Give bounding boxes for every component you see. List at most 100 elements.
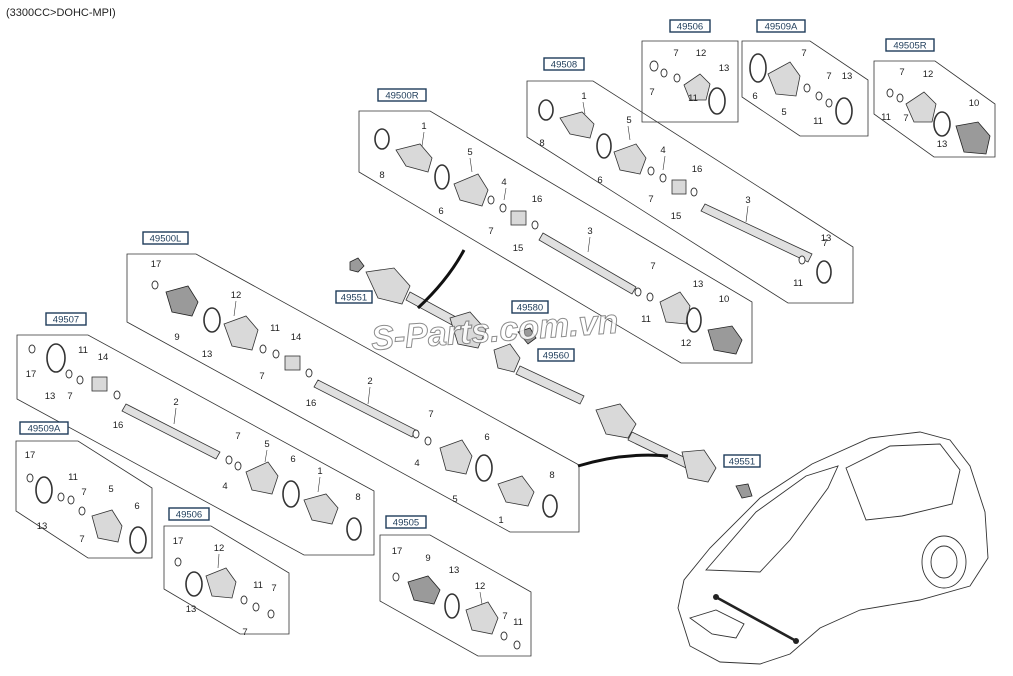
leader-line — [503, 187, 507, 201]
part-number-label: 13 — [719, 63, 730, 74]
parts-49506-bottom — [174, 557, 275, 619]
part-number-label: 11 — [688, 93, 698, 104]
part-number-label: 12 — [475, 581, 486, 592]
part-number-label: 12 — [696, 48, 707, 59]
code-box-49506-top[interactable]: 49506 — [669, 19, 711, 33]
part-number-label: 13 — [821, 233, 832, 244]
part-number-label: 16 — [306, 398, 317, 409]
code-49508: 49508 — [551, 60, 577, 71]
panel-49507 — [16, 334, 375, 556]
part-number-label: 6 — [134, 501, 139, 512]
part-number-label: 9 — [174, 332, 179, 343]
part-number-label: 8 — [379, 170, 384, 181]
code-box-49560[interactable]: 49560 — [537, 348, 575, 362]
part-number-label: 13 — [937, 139, 948, 150]
part-number-label: 4 — [414, 458, 419, 469]
code-49551-upper: 49551 — [341, 293, 367, 304]
code-box-49505r[interactable]: 49505R — [885, 38, 935, 52]
part-number-label: 10 — [969, 98, 980, 109]
panel-49509a-left — [15, 440, 153, 559]
panel-49508 — [526, 80, 854, 304]
panel-49505-bottom — [379, 534, 532, 657]
part-number-label: 8 — [355, 492, 360, 503]
part-number-label: 7 — [649, 87, 654, 98]
part-number-label: 6 — [597, 175, 602, 186]
part-number-label: 11 — [881, 112, 891, 123]
part-number-label: 17 — [25, 450, 36, 461]
code-box-49551-lower[interactable]: 49551 — [723, 454, 761, 468]
part-number-label: 7 — [502, 611, 507, 622]
panel-borders — [15, 40, 996, 657]
part-number-label: 12 — [681, 338, 692, 349]
code-49509a-top: 49509A — [765, 22, 798, 33]
part-number-label: 12 — [923, 69, 934, 80]
part-number-label: 7 — [488, 226, 493, 237]
code-49580: 49580 — [517, 303, 543, 314]
panel-49506-bottom — [163, 525, 290, 635]
part-number-label: 5 — [781, 107, 786, 118]
part-number-label: 7 — [822, 238, 827, 249]
code-49551-lower: 49551 — [729, 457, 755, 468]
part-number-label: 3 — [587, 226, 592, 237]
parts-49509a-left — [26, 473, 147, 554]
part-number-label: 14 — [98, 352, 109, 363]
code-box-49506-bottom[interactable]: 49506 — [168, 507, 210, 521]
parts-49505r — [886, 88, 991, 155]
part-number-label: 7 — [67, 391, 72, 402]
leader-line — [587, 236, 591, 253]
part-number-label: 7 — [673, 48, 678, 59]
leader-line — [662, 155, 666, 171]
code-box-49580[interactable]: 49580 — [511, 300, 549, 314]
part-number-label: 5 — [264, 439, 269, 450]
part-number-label: 7 — [79, 534, 84, 545]
code-box-49508[interactable]: 49508 — [543, 57, 585, 71]
leader-line — [479, 591, 483, 605]
code-box-49500l[interactable]: 49500L — [142, 231, 189, 245]
part-number-label: 5 — [452, 494, 457, 505]
part-number-label: 6 — [752, 91, 757, 102]
part-number-label: 17 — [392, 546, 403, 557]
code-box-49509a-left[interactable]: 49509A — [19, 421, 69, 435]
code-box-49507[interactable]: 49507 — [45, 312, 87, 326]
part-number-label: 7 — [428, 409, 433, 420]
part-number-label: 1 — [317, 466, 322, 477]
part-number-label: 15 — [513, 243, 524, 254]
part-number-label: 2 — [173, 397, 178, 408]
part-number-label: 10 — [719, 294, 730, 305]
part-number-label: 13 — [449, 565, 460, 576]
parts-49500r — [374, 128, 743, 355]
part-number-label: 16 — [113, 420, 124, 431]
part-number-label: 13 — [186, 604, 197, 615]
part-number-label: 7 — [650, 261, 655, 272]
code-box-49500r[interactable]: 49500R — [377, 88, 427, 102]
leader-line — [582, 101, 586, 115]
part-number-label: 7 — [259, 371, 264, 382]
part-number-label: 6 — [484, 432, 489, 443]
part-number-label: 14 — [291, 332, 302, 343]
panel-49505r — [873, 60, 996, 158]
code-49506-bottom: 49506 — [176, 510, 202, 521]
leader-line — [173, 407, 177, 425]
parts-49500l — [151, 280, 558, 518]
parts-49505-bottom — [392, 572, 521, 650]
code-box-49551-upper[interactable]: 49551 — [335, 290, 373, 304]
part-number-label: 4 — [501, 177, 506, 188]
part-number-label: 9 — [425, 553, 430, 564]
part-number-label: 13 — [202, 349, 213, 360]
part-number-label: 5 — [108, 484, 113, 495]
leader-lines — [173, 101, 749, 605]
code-box-49505-bottom[interactable]: 49505 — [385, 515, 427, 529]
part-number-label: 7 — [648, 194, 653, 205]
part-number-label: 11 — [270, 323, 280, 334]
part-number-label: 5 — [467, 147, 472, 158]
part-number-label: 4 — [660, 145, 665, 156]
part-number-label: 13 — [842, 71, 853, 82]
code-box-49509a-top[interactable]: 49509A — [756, 19, 806, 33]
part-number-label: 16 — [692, 164, 703, 175]
part-number-label: 11 — [813, 116, 823, 127]
part-number-label: 7 — [271, 583, 276, 594]
part-number-label: 6 — [438, 206, 443, 217]
parts-49508 — [538, 99, 832, 284]
